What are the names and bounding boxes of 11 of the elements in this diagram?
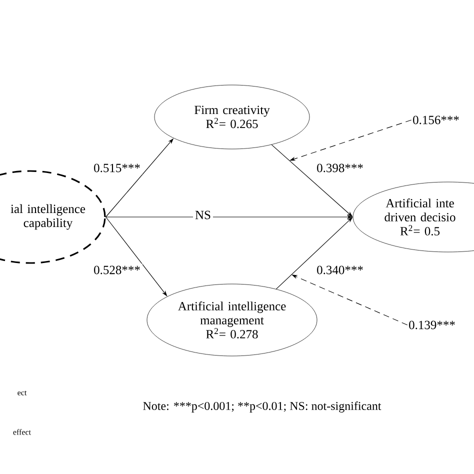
edge-label: 0.340*** xyxy=(314,264,366,276)
edge-label: 0.528*** xyxy=(92,264,142,276)
path-coefficient: 0.139*** xyxy=(409,320,455,330)
edge-label: 0.398*** xyxy=(314,162,366,174)
legend-text: effect xyxy=(13,429,31,435)
note: Note: ***p<0.001; **p<0.01; NS: not-significant xyxy=(143,401,382,413)
edge-label: NS xyxy=(193,208,213,222)
ellipse-node: Artificial intelligence management R$^{2}$= 0.278 xyxy=(146,284,318,356)
path-coefficient: 0.156*** xyxy=(413,116,459,124)
legend-text: ect xyxy=(18,390,27,396)
ellipse-node: Firm creativity R$^{2}$= 0.265 xyxy=(154,84,310,150)
